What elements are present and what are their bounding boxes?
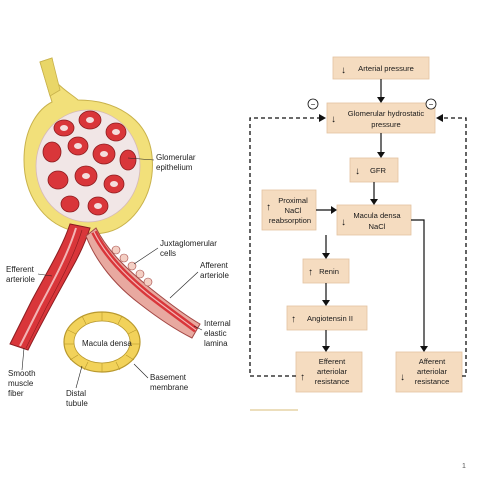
increase-arrow-icon: ↑ [291,314,296,325]
svg-text:−: − [311,100,316,109]
box-angiotensin-ii: Angiotensin II ↑ [286,305,368,331]
svg-text:arteriolar: arteriolar [417,367,447,376]
svg-text:Macula densa: Macula densa [353,211,401,220]
feedback-loops [249,114,467,377]
label-juxtaglomerular-cells: Juxtaglomerular cells [160,239,219,258]
label-macula-densa: Macula densa [82,339,132,348]
svg-text:Afferent: Afferent [419,357,446,366]
svg-text:resistance: resistance [315,377,350,386]
box-renin: Renin ↑ [302,258,350,284]
label-glomerular-epithelium: Glomerular epithelium [156,153,198,172]
svg-text:NaCl: NaCl [285,206,302,215]
box-efferent-resistance: Efferent arteriolar resistance ↑ [295,351,363,393]
svg-text:Proximal: Proximal [278,196,308,205]
svg-text:resistance: resistance [415,377,450,386]
svg-text:NaCl: NaCl [369,222,386,231]
page-number: 1 [462,463,466,470]
label-smooth-muscle-fiber: Smooth muscle fiber [8,369,38,398]
svg-text:Angiotensin II: Angiotensin II [307,314,353,323]
negative-sign-left: − [307,98,319,110]
increase-arrow-icon: ↑ [300,372,305,383]
flow-arrows [316,79,428,352]
svg-text:pressure: pressure [371,120,401,129]
svg-text:GFR: GFR [370,166,387,175]
decrease-arrow-icon: ↓ [355,166,360,177]
svg-text:Arterial pressure: Arterial pressure [358,64,414,73]
label-basement-membrane: Basement membrane [150,373,189,392]
svg-text:reabsorption: reabsorption [269,216,311,225]
box-gfr: GFR ↓ [349,157,399,183]
box-afferent-resistance: Afferent arteriolar resistance ↓ [395,351,463,393]
juxtaglomerular-illustration [9,57,201,373]
svg-text:Renin: Renin [319,267,339,276]
negative-sign-right: − [425,98,437,110]
decrease-arrow-icon: ↓ [400,372,405,383]
svg-text:Glomerular hydrostatic: Glomerular hydrostatic [348,109,425,118]
box-glomerular-pressure: Glomerular hydrostatic pressure ↓ [326,102,436,134]
increase-arrow-icon: ↑ [308,267,313,278]
box-macula-densa-nacl: Macula densa NaCl ↓ [336,204,412,236]
label-distal-tubule: Distal tubule [66,389,88,408]
increase-arrow-icon: ↑ [266,202,271,213]
box-arterial-pressure: Arterial pressure ↓ [332,56,430,80]
box-proximal-nacl: Proximal NaCl reabsorption ↑ [261,189,317,231]
decrease-arrow-icon: ↓ [331,114,336,125]
label-internal-elastic-lamina: Internal elastic lamina [204,319,233,348]
svg-text:−: − [429,100,434,109]
decrease-arrow-icon: ↓ [341,65,346,76]
label-afferent-arteriole: Afferent arteriole [200,261,230,280]
label-efferent-arteriole: Efferent arteriole [6,265,36,284]
svg-text:arteriolar: arteriolar [317,367,347,376]
svg-text:Efferent: Efferent [319,357,346,366]
decrease-arrow-icon: ↓ [341,217,346,228]
